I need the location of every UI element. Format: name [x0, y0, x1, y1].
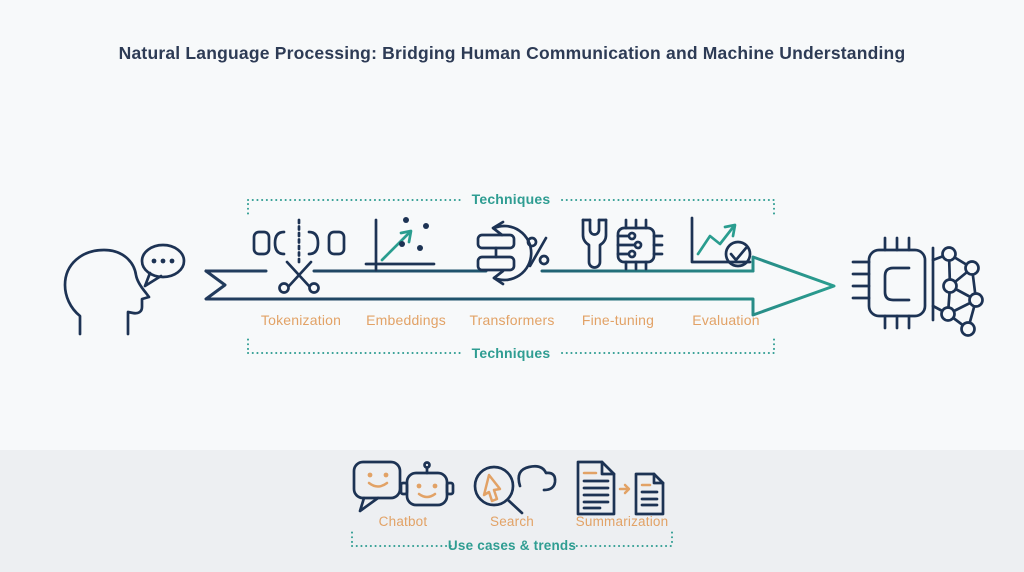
techniques-label-bottom: Techniques: [471, 345, 551, 361]
step-label-evaluation: Evaluation: [692, 312, 760, 328]
step-label-transformers: Transformers: [469, 312, 555, 328]
page-title: Natural Language Processing: Bridging Hu…: [118, 43, 906, 63]
use-cases-label: Use cases & trends: [447, 538, 577, 553]
chart-checkmark-icon: [690, 216, 752, 268]
use-cases-band: [0, 450, 1024, 572]
flow-arrow: [204, 255, 836, 317]
scissors-tokens-icon: [252, 218, 346, 294]
document-to-document-icon: [576, 460, 665, 516]
step-label-embeddings: Embeddings: [366, 312, 446, 328]
step-label-tokenization: Tokenization: [260, 312, 342, 328]
case-label-summarization: Summarization: [575, 514, 669, 529]
case-label-chatbot: Chatbot: [378, 514, 428, 529]
chat-robot-icon: [352, 460, 455, 513]
magnifier-cursor-cloud-icon: [473, 464, 557, 515]
wrench-chip-icon: [581, 218, 664, 271]
vector-scatter-icon: [364, 217, 436, 272]
techniques-label-top: Techniques: [471, 191, 551, 207]
chip-neural-network-icon: [851, 236, 984, 337]
case-label-search: Search: [490, 514, 534, 529]
human-head-speech-bubble-icon: [63, 243, 186, 336]
step-label-fine-tuning: Fine-tuning: [581, 312, 655, 328]
layers-cycle-percent-icon: [476, 220, 550, 286]
